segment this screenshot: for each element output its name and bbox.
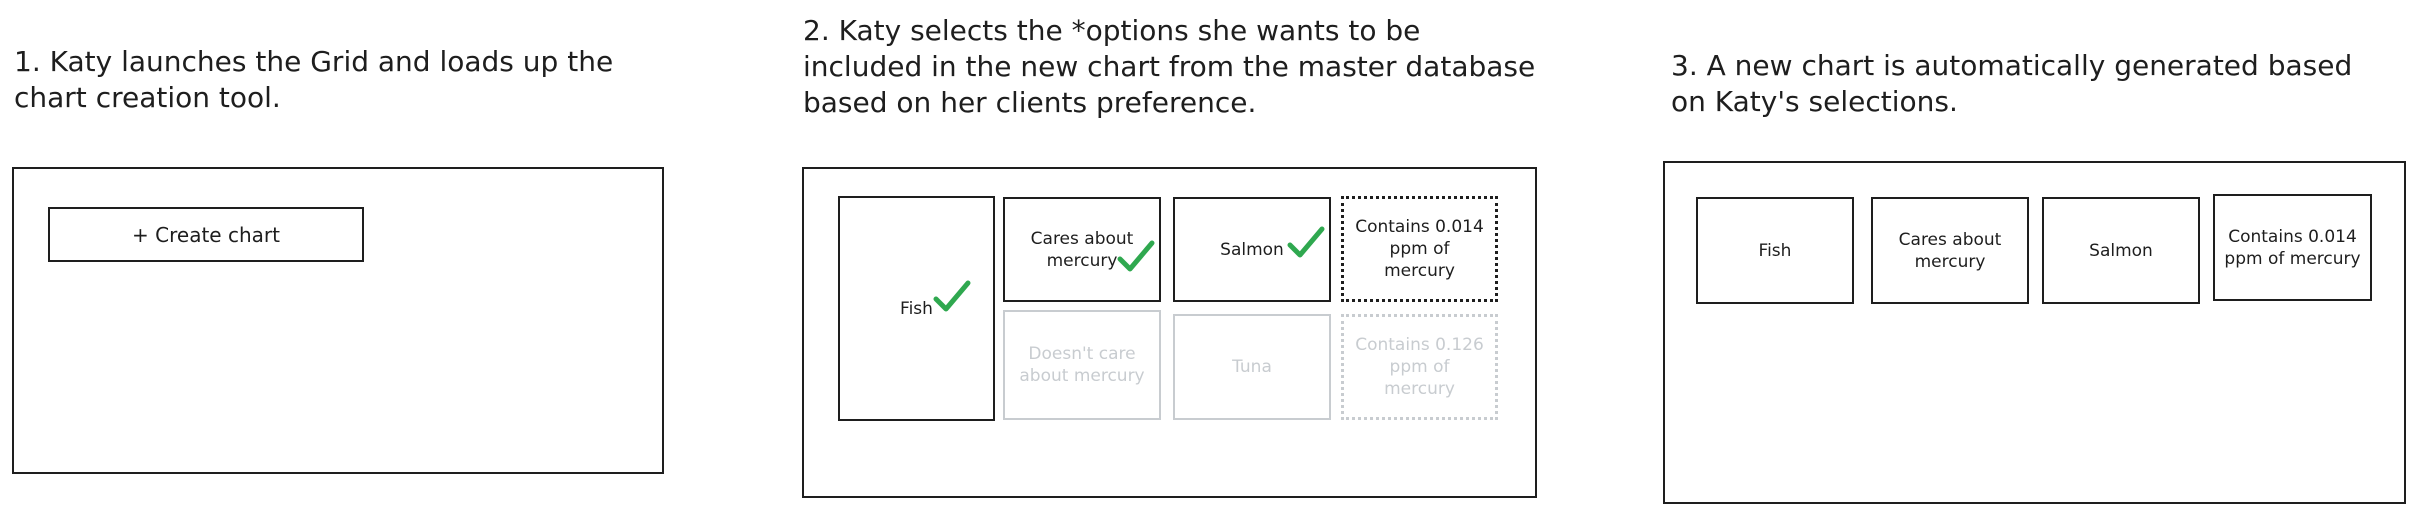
checkmark-icon <box>933 280 971 312</box>
option-label-cares-about-mercury: Cares about mercury <box>1030 228 1134 271</box>
chart-label-salmon: Salmon <box>2089 240 2153 261</box>
option-label-contains-0014: Contains 0.014 ppm of mercury <box>1355 217 1484 281</box>
option-card-doesnt-care-about-mercury[interactable]: Doesn't care about mercury <box>1003 310 1161 420</box>
option-card-fish[interactable]: Fish <box>838 196 995 421</box>
option-label-contains-0126: Contains 0.126 ppm of mercury <box>1355 335 1484 399</box>
option-label-fish: Fish <box>900 298 933 319</box>
option-label-doesnt-care-about-mercury: Doesn't care about mercury <box>1019 344 1145 386</box>
step1-grid-panel: + Create chart <box>12 167 664 474</box>
option-card-contains-0014[interactable]: Contains 0.014 ppm of mercury <box>1341 196 1498 302</box>
chart-label-fish: Fish <box>1758 240 1792 261</box>
chart-card-salmon: Salmon <box>2042 197 2200 304</box>
chart-label-cares-about-mercury: Cares about mercury <box>1898 229 2002 272</box>
step1-caption: 1. Katy launches the Grid and loads up t… <box>14 45 614 114</box>
chart-card-cares-about-mercury: Cares about mercury <box>1871 197 2029 304</box>
option-card-salmon[interactable]: Salmon <box>1173 197 1331 302</box>
step3-caption: 3. A new chart is automatically generate… <box>1671 49 2353 118</box>
checkmark-icon <box>1117 240 1155 272</box>
create-chart-button[interactable]: + Create chart <box>48 207 364 262</box>
option-label-tuna: Tuna <box>1232 357 1272 377</box>
chart-card-fish: Fish <box>1696 197 1854 304</box>
option-card-cares-about-mercury[interactable]: Cares about mercury <box>1003 197 1161 302</box>
chart-label-contains-0014: Contains 0.014 ppm of mercury <box>2224 226 2361 269</box>
option-label-salmon: Salmon <box>1220 239 1284 260</box>
option-card-tuna[interactable]: Tuna <box>1173 314 1331 420</box>
chart-card-contains-0014: Contains 0.014 ppm of mercury <box>2213 194 2372 301</box>
step2-caption: 2. Katy selects the *options she wants t… <box>803 14 1536 119</box>
step2-database-panel: Fish Cares about mercury Salmon Contains… <box>802 167 1537 498</box>
step3-generated-chart-panel: Fish Cares about mercury Salmon Contains… <box>1663 161 2406 504</box>
option-card-contains-0126[interactable]: Contains 0.126 ppm of mercury <box>1341 314 1498 420</box>
checkmark-icon <box>1287 226 1325 258</box>
